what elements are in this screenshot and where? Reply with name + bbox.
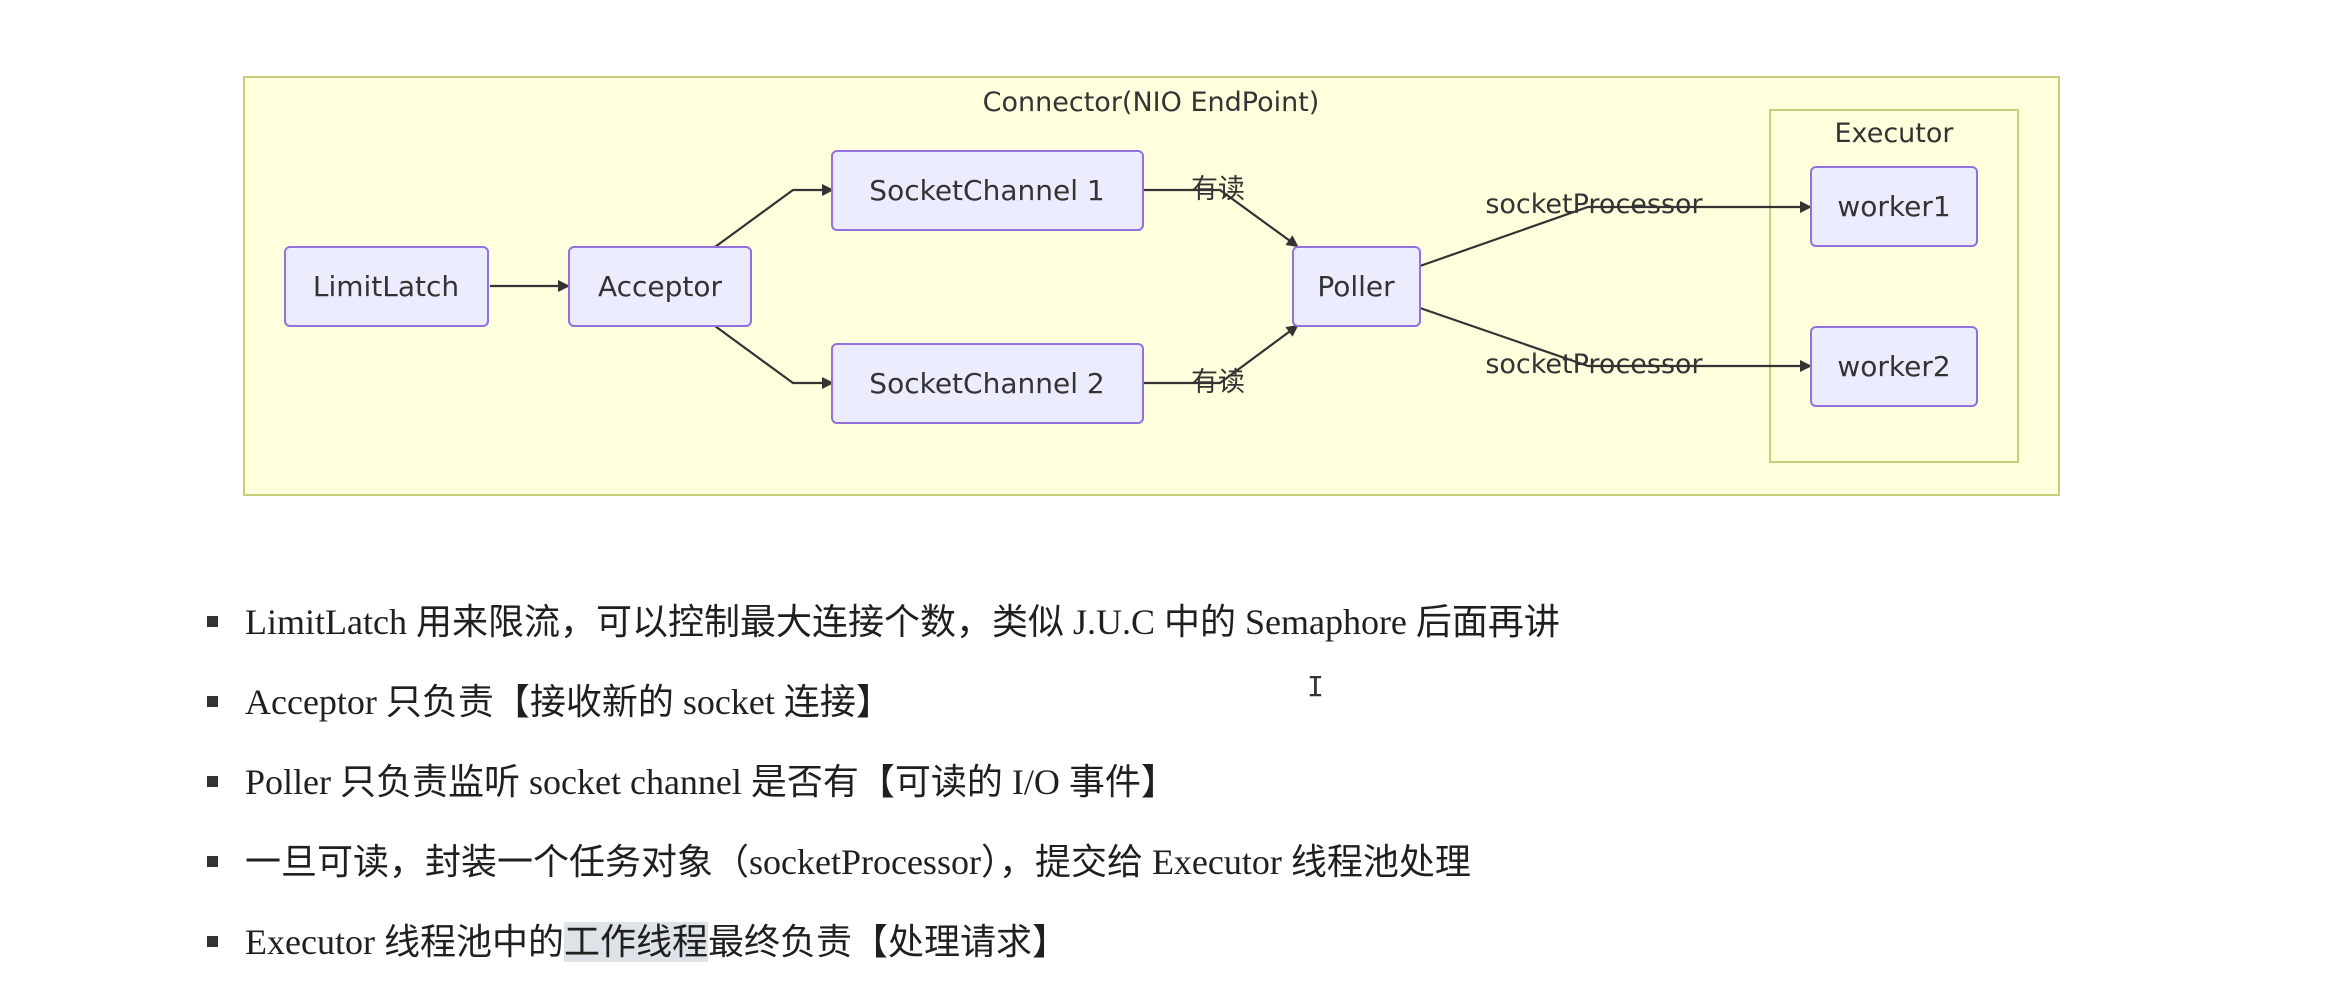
connector-diagram: Connector(NIO EndPoint) Executor 有读 有读 s… bbox=[243, 76, 2060, 496]
node-poller-label: Poller bbox=[1317, 270, 1395, 303]
node-worker1: worker1 bbox=[1810, 166, 1978, 247]
executor-cluster-title: Executor bbox=[1835, 118, 1955, 149]
bullet-icon bbox=[207, 696, 218, 707]
notes-list: LimitLatch 用来限流，可以控制最大连接个数，类似 J.U.C 中的 S… bbox=[205, 592, 2105, 992]
node-socketchannel-2: SocketChannel 2 bbox=[831, 343, 1144, 424]
note-text-prefix: Executor 线程池中的 bbox=[245, 922, 564, 962]
node-acceptor: Acceptor bbox=[568, 246, 752, 327]
note-text: Acceptor 只负责【接收新的 socket 连接】 bbox=[245, 682, 892, 722]
node-worker2-label: worker2 bbox=[1837, 350, 1950, 383]
edge-acceptor-socketchannel1 bbox=[714, 184, 834, 248]
node-socketchannel-1: SocketChannel 1 bbox=[831, 150, 1144, 231]
note-item: Executor 线程池中的工作线程最终负责【处理请求】 bbox=[205, 912, 2105, 992]
bullet-icon bbox=[207, 936, 218, 947]
text-cursor-icon: I bbox=[1307, 670, 1324, 703]
node-socketchannel-1-label: SocketChannel 1 bbox=[869, 174, 1104, 207]
executor-cluster bbox=[1769, 109, 2019, 463]
note-item: LimitLatch 用来限流，可以控制最大连接个数，类似 J.U.C 中的 S… bbox=[205, 592, 2105, 672]
edge-socketchannel2-poller bbox=[1143, 324, 1299, 385]
note-item: Poller 只负责监听 socket channel 是否有【可读的 I/O … bbox=[205, 752, 2105, 832]
edge-socketchannel1-poller bbox=[1143, 188, 1299, 248]
node-poller: Poller bbox=[1292, 246, 1421, 327]
connector-cluster-title: Connector(NIO EndPoint) bbox=[983, 87, 1320, 118]
edge-label-read-1: 有读 bbox=[1191, 174, 1245, 205]
edge-label-socketprocessor-1: socketProcessor bbox=[1485, 189, 1703, 220]
bullet-icon bbox=[207, 616, 218, 627]
edge-poller-worker2 bbox=[1419, 306, 1812, 372]
edge-acceptor-socketchannel2 bbox=[714, 325, 834, 389]
note-text: LimitLatch 用来限流，可以控制最大连接个数，类似 J.U.C 中的 S… bbox=[245, 602, 1560, 642]
edge-poller-worker1 bbox=[1419, 201, 1812, 268]
note-item: 一旦可读，封装一个任务对象（socketProcessor），提交给 Execu… bbox=[205, 832, 2105, 912]
edge-label-socketprocessor-2: socketProcessor bbox=[1485, 349, 1703, 380]
bullet-icon bbox=[207, 856, 218, 867]
node-socketchannel-2-label: SocketChannel 2 bbox=[869, 367, 1104, 400]
note-text-highlight: 工作线程 bbox=[563, 922, 708, 962]
note-item: Acceptor 只负责【接收新的 socket 连接】 bbox=[205, 672, 2105, 752]
node-limitlatch-label: LimitLatch bbox=[313, 270, 459, 303]
node-limitlatch: LimitLatch bbox=[284, 246, 489, 327]
node-acceptor-label: Acceptor bbox=[598, 270, 723, 303]
note-text: 一旦可读，封装一个任务对象（socketProcessor），提交给 Execu… bbox=[245, 842, 1471, 882]
node-worker1-label: worker1 bbox=[1837, 190, 1950, 223]
edge-label-read-2: 有读 bbox=[1191, 367, 1245, 398]
note-text-suffix: 最终负责【处理请求】 bbox=[707, 922, 1068, 962]
note-text: Poller 只负责监听 socket channel 是否有【可读的 I/O … bbox=[245, 762, 1177, 802]
node-worker2: worker2 bbox=[1810, 326, 1978, 407]
bullet-icon bbox=[207, 776, 218, 787]
